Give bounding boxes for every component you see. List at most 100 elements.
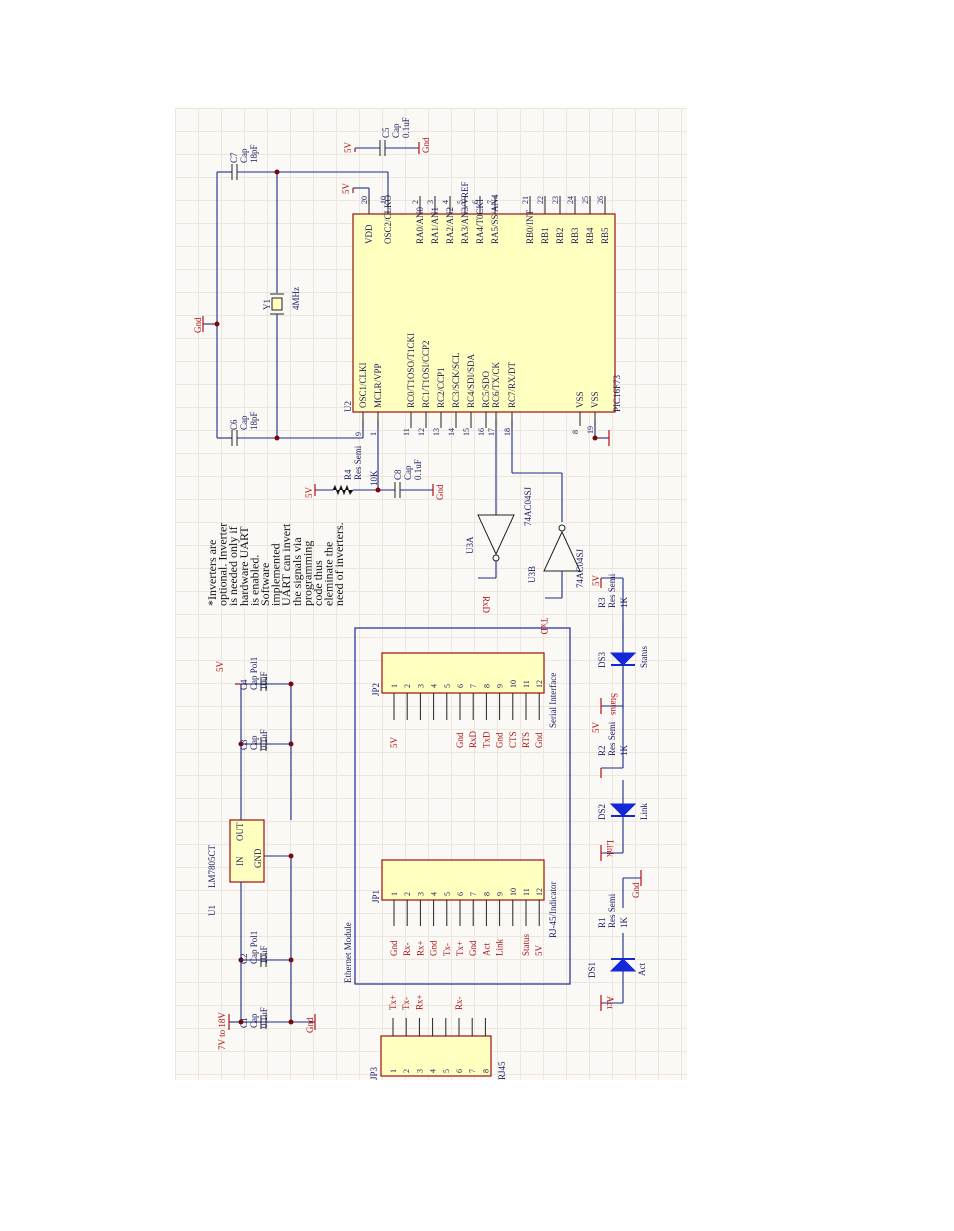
jp1-net: Link xyxy=(495,939,505,956)
ds3-net: Status xyxy=(639,645,649,668)
r3-value: Res Semi xyxy=(607,573,617,608)
jp2-pin-number: 9 xyxy=(496,684,505,688)
c8-value: Cap xyxy=(403,465,413,480)
jp1-title: RJ-45/Indicator xyxy=(548,882,558,939)
jp2-title: Serial Interface xyxy=(548,673,558,728)
gnd-label: Gnd xyxy=(631,882,641,898)
input-voltage-label: 7V to 18V xyxy=(217,1012,227,1050)
mcu-pin-name: RA5/SS/AN4 xyxy=(490,194,500,244)
ds2-label: DS2 xyxy=(597,804,607,820)
mcu-pin-number: 11 xyxy=(402,428,411,436)
jp3-pin-number: 3 xyxy=(415,1069,424,1073)
jp2-pin-number: 4 xyxy=(430,684,439,688)
schematic-canvas: U2 PIC16F73 xyxy=(193,117,649,1080)
mcu-vss-label: VSS xyxy=(590,391,600,408)
jp3-net: Rx- xyxy=(454,996,464,1010)
u1-pin: OUT xyxy=(235,822,245,841)
u3b-label: U3B xyxy=(527,566,537,583)
mcu-designator: U2 xyxy=(343,401,353,412)
inverter-note-line: is enabled. xyxy=(247,555,261,606)
mcu-pin-name: OSC2/CLKO xyxy=(383,194,393,244)
mcu-pin-number: 7 xyxy=(486,200,495,204)
r2-label: R2 xyxy=(597,745,607,756)
mcu-pin-name: VDD xyxy=(364,224,374,244)
c5-value: 0.1uF xyxy=(401,117,411,138)
mcu-pin-number: 16 xyxy=(477,428,486,436)
u3a-part: 74AC04SJ xyxy=(523,486,533,526)
mcu-pin-number: 9 xyxy=(354,432,363,436)
inverter-note-line: eleminate the xyxy=(322,542,336,606)
c6-value: 18pF xyxy=(249,411,259,430)
mcu-pin-name: RC3/SCK/SCL xyxy=(451,352,461,408)
ds2-net: Link xyxy=(639,803,649,820)
y1-label: Y1 xyxy=(262,299,272,310)
jp1-pin-number: 7 xyxy=(469,892,478,896)
jp3-pin-number: 1 xyxy=(389,1069,398,1073)
jp1-pin-number: 4 xyxy=(430,892,439,896)
gnd-label: Gnd xyxy=(193,317,203,333)
jp2-pin-number: 1 xyxy=(390,684,399,688)
jp2-pin-number: 10 xyxy=(509,680,518,688)
power-5v: 5V xyxy=(215,661,225,673)
jp1-net: Gnd xyxy=(429,940,439,956)
u1-label: U1 xyxy=(207,905,217,916)
ds1-port: Act xyxy=(605,996,615,1009)
mcu-pin-name: RA3/AN3/VREF xyxy=(460,181,470,244)
mcu-pin-name: RB1 xyxy=(540,227,550,244)
jp3-pin-number: 2 xyxy=(402,1069,411,1073)
ds3-port: Status xyxy=(609,693,619,716)
jp3-pin-number: 4 xyxy=(429,1069,438,1073)
mcu-pin-name: RC2/CCP1 xyxy=(436,367,446,408)
jp2-label: JP2 xyxy=(371,683,381,696)
jp1-net: Status xyxy=(521,933,531,956)
c6-value: Cap xyxy=(239,415,249,430)
ds1-net: Act xyxy=(637,963,647,976)
mcu-pin-name: RA4/T0CKI xyxy=(475,199,485,244)
gnd-label: Gnd xyxy=(305,1017,315,1033)
mcu-vss-label: VSS xyxy=(575,391,585,408)
r2-value: 1K xyxy=(619,745,629,757)
mcu-pin-number: 10 xyxy=(379,196,388,204)
inverter-note-line: implemented xyxy=(269,543,283,606)
y1-value: 4MHz xyxy=(291,287,301,310)
wires xyxy=(202,140,642,1030)
mcu-pin-name: RB0/INT xyxy=(525,209,535,244)
c7-value: Cap xyxy=(239,148,249,163)
ethernet-module-label: Ethernet Module xyxy=(343,922,353,983)
u3b-part: 74AC04SJ xyxy=(575,548,585,588)
c2-value: 10uF xyxy=(259,945,269,964)
jp2-pin-number: 11 xyxy=(522,680,531,688)
mcu-pin-number: 19 xyxy=(586,426,595,434)
r2-value: Res Semi xyxy=(607,721,617,756)
c2-value: Cap Pol1 xyxy=(249,931,259,964)
jp2-net: Gnd xyxy=(534,732,544,748)
jp1-net: Gnd xyxy=(389,940,399,956)
u3a-label: U3A xyxy=(465,536,475,554)
mcu-pin-number: 26 xyxy=(596,196,605,204)
mcu-pin-number: 1 xyxy=(369,432,378,436)
txd-label: TxD xyxy=(539,618,549,635)
mcu-pin-number: 15 xyxy=(462,428,471,436)
c3-label: C3 xyxy=(239,739,249,750)
c1-label: C1 xyxy=(239,1017,249,1028)
jp1-net: Rx- xyxy=(402,942,412,956)
gnd-label: Gnd xyxy=(435,484,445,500)
jp2-net: RTS xyxy=(521,732,531,748)
inverter-note-line: need of inverters. xyxy=(332,522,346,606)
c1-value: Cap xyxy=(249,1013,259,1028)
mcu-pin-name: RC7/RX/DT xyxy=(507,361,517,408)
power-5v: 5V xyxy=(343,142,353,154)
inverter-note-line: is needed only if xyxy=(226,526,240,606)
jp2-pin-number: 12 xyxy=(535,680,544,688)
gnd-label: Gnd xyxy=(421,137,431,153)
r4-value: Res Semi xyxy=(353,445,363,480)
c7-value: 18pF xyxy=(249,144,259,163)
c5-value: Cap xyxy=(391,123,401,138)
mcu-pin-number: 17 xyxy=(487,428,496,436)
jp2-pin-number: 8 xyxy=(482,684,491,688)
jp1-pin-number: 8 xyxy=(482,892,491,896)
mcu-pin-name: RB3 xyxy=(570,227,580,244)
r3-value: 1K xyxy=(619,597,629,609)
inverter-note-line: *Inverters are xyxy=(205,540,219,606)
r4-value: 10K xyxy=(369,470,379,486)
